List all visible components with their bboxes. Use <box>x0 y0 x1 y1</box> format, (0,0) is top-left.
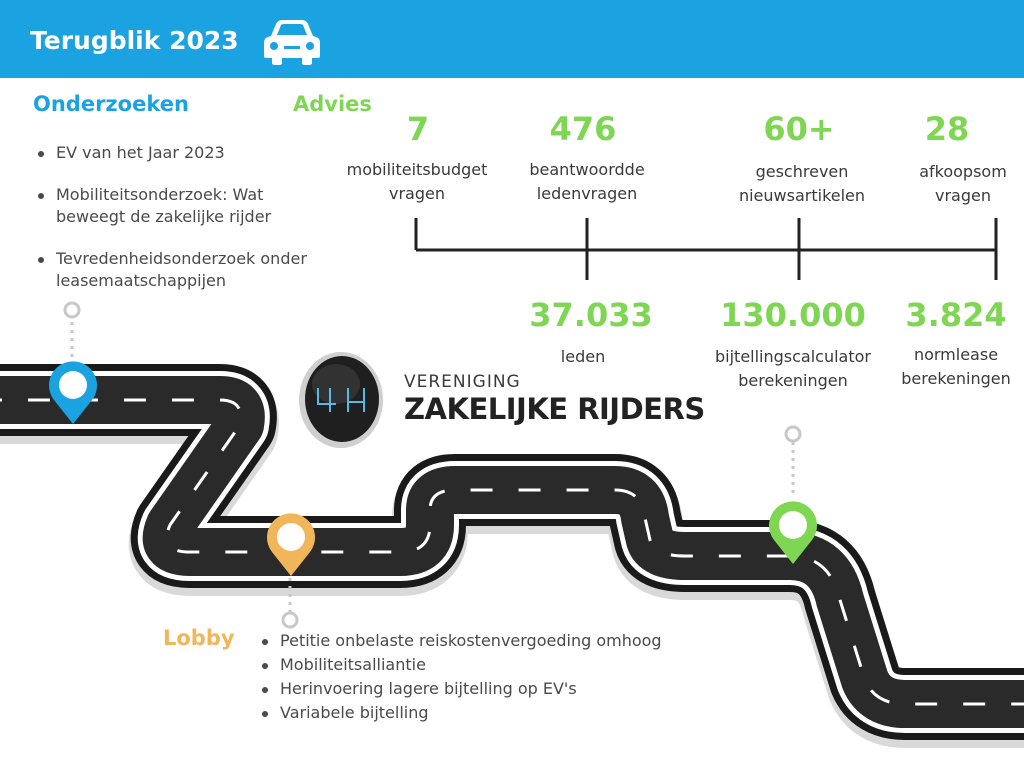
stat-label: geschreven nieuwsartikelen <box>738 162 866 205</box>
logo-text-large: ZAKELIJKE RIJDERS <box>404 392 705 426</box>
lobby-heading: Lobby <box>163 626 235 650</box>
stat-label: afkoopsom vragen <box>919 162 1007 205</box>
stat-value: 130.000 <box>720 296 866 334</box>
advies-heading: Advies <box>293 92 372 116</box>
list-item: Mobiliteitsalliantie <box>258 654 678 676</box>
onderzoeken-heading: Onderzoeken <box>33 92 189 116</box>
location-pin-icon <box>49 361 97 424</box>
logo-badge-icon <box>299 352 383 448</box>
list-item: EV van het Jaar 2023 <box>34 142 334 164</box>
stat-value: 60+ <box>763 110 835 148</box>
stat-value: 3.824 <box>905 296 1007 334</box>
onderzoeken-list: EV van het Jaar 2023 Mobiliteitsonderzoe… <box>34 142 334 312</box>
location-pin-icon <box>267 513 315 576</box>
list-item: Mobiliteitsonderzoek: Wat beweegt de zak… <box>34 184 334 228</box>
stat-label: leden <box>560 347 606 366</box>
stat-label: normlease berekeningen <box>901 345 1011 388</box>
stat-label: beantwoordde ledenvragen <box>529 160 645 203</box>
stat-value: 37.033 <box>529 296 653 334</box>
page-title: Terugblik 2023 <box>30 26 239 55</box>
lobby-list: Petitie onbelaste reiskostenvergoeding o… <box>258 630 678 726</box>
stat-label: mobiliteitsbudget vragen <box>346 160 488 203</box>
list-item: Herinvoering lagere bijtelling op EV's <box>258 678 678 700</box>
stat-value: 28 <box>924 110 970 148</box>
stat-value: 7 <box>406 110 430 148</box>
stat-label: bijtellingscalculator berekeningen <box>714 347 872 390</box>
list-item: Petitie onbelaste reiskostenvergoeding o… <box>258 630 678 652</box>
car-icon <box>264 20 320 65</box>
list-item: Variabele bijtelling <box>258 702 678 724</box>
header-bar: Terugblik 2023 <box>0 0 1024 78</box>
list-item: Tevredenheidsonderzoek onder leasemaatsc… <box>34 248 334 292</box>
stat-value: 476 <box>549 110 617 148</box>
location-pin-icon <box>769 501 817 564</box>
logo-text-small: VERENIGING <box>404 372 521 392</box>
